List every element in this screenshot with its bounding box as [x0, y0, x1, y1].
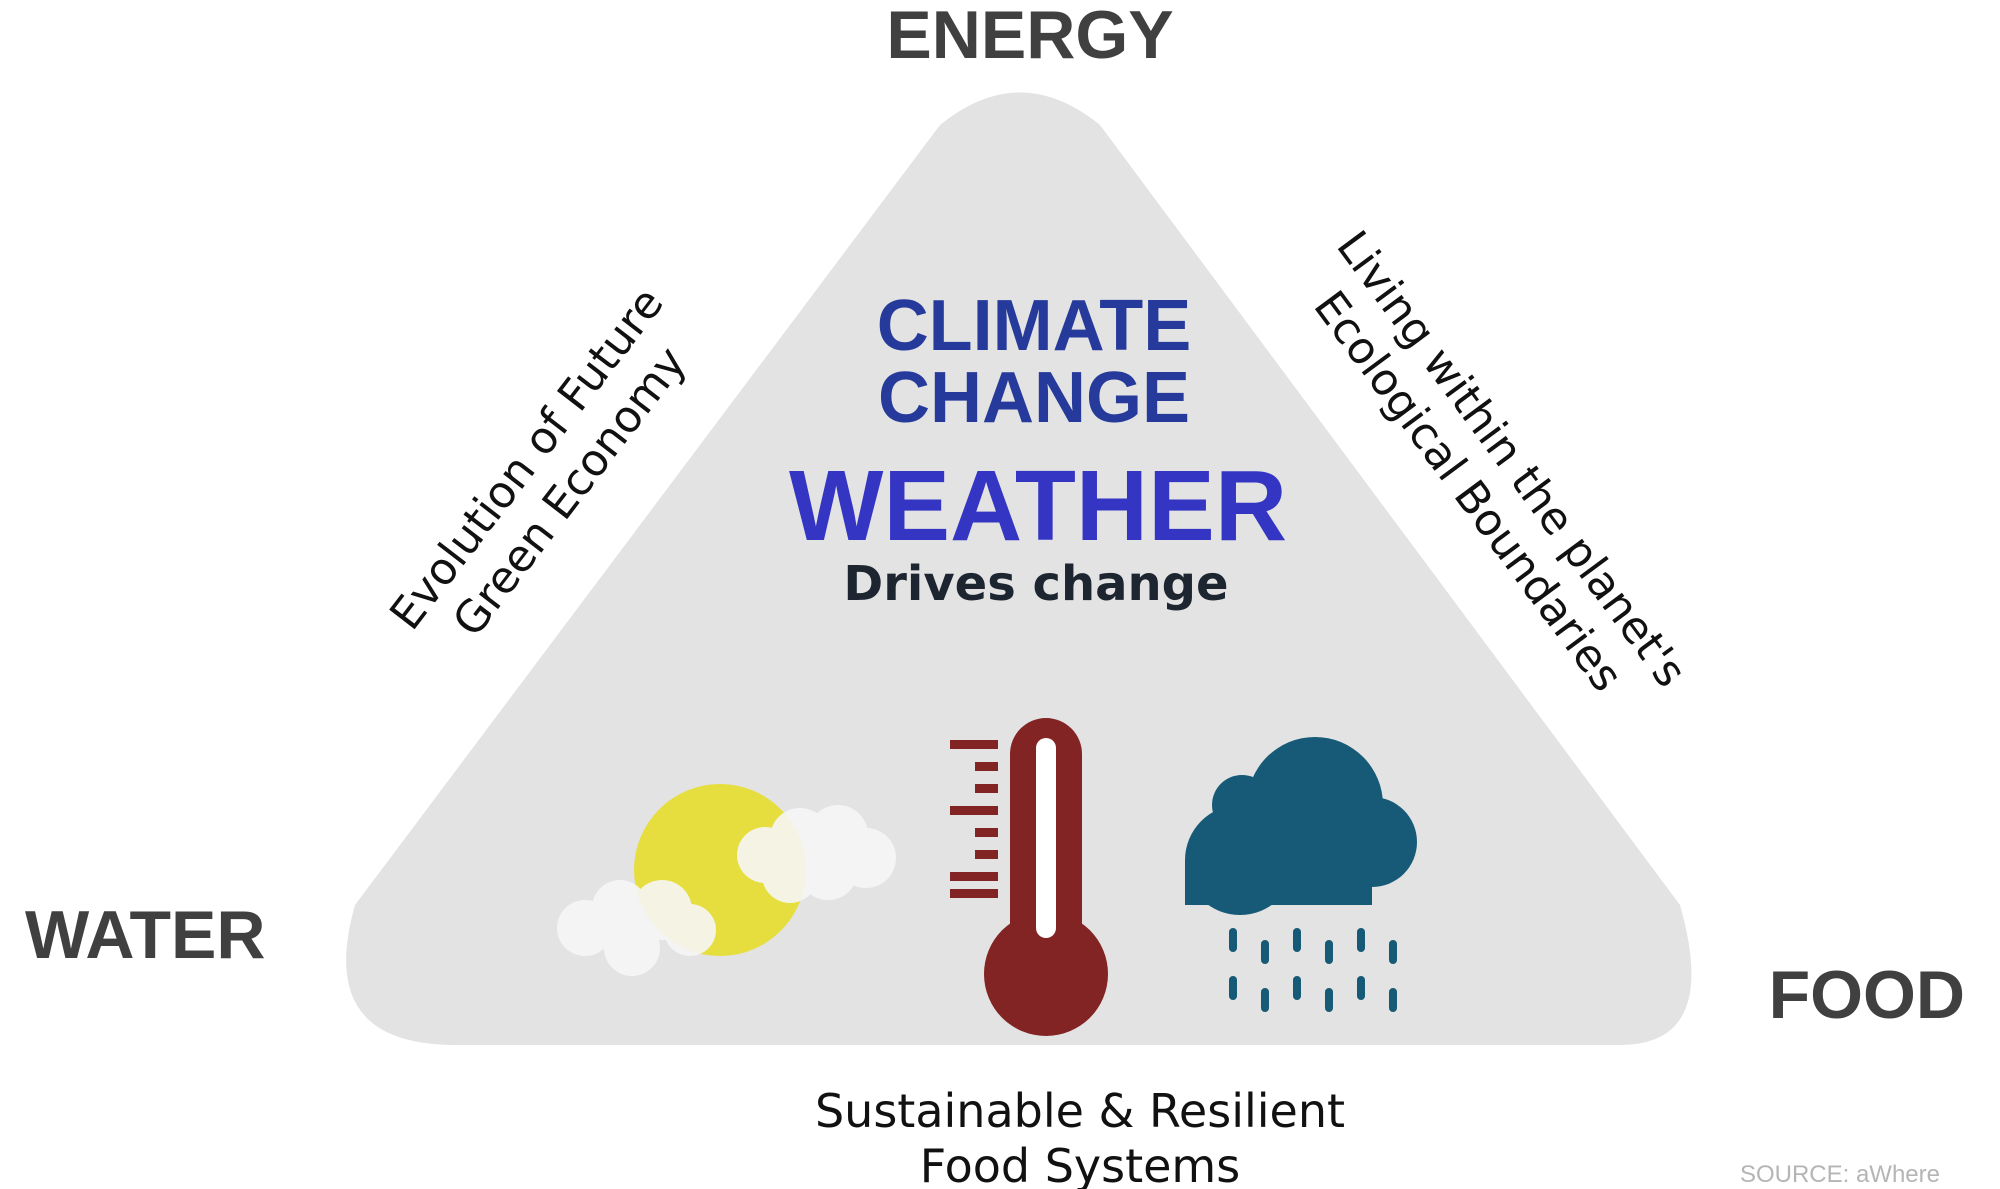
- rain-cloud-icon: [1185, 737, 1417, 1012]
- weather-heading: WEATHER: [789, 450, 1287, 562]
- change-heading: CHANGE: [878, 358, 1190, 438]
- sun-cloud-icon: [557, 784, 896, 976]
- corner-water: WATER: [25, 897, 266, 973]
- cloud-lower: [557, 880, 716, 976]
- side-bottom-line2: Food Systems: [920, 1139, 1240, 1189]
- thermometer-slot: [1036, 738, 1056, 938]
- thermometer-icon: [950, 718, 1108, 1036]
- cloud-upper: [737, 805, 896, 903]
- drives-change-subtitle: Drives change: [843, 556, 1228, 612]
- rain-drops: [1229, 928, 1397, 1012]
- climate-heading: CLIMATE: [877, 286, 1192, 366]
- thermometer-bulb: [984, 912, 1108, 1036]
- thermometer-scale: [950, 740, 998, 898]
- source-note: SOURCE: aWhere: [1740, 1161, 1940, 1188]
- side-bottom-line1: Sustainable & Resilient: [815, 1084, 1345, 1138]
- rain-cloud: [1185, 737, 1417, 915]
- corner-food: FOOD: [1769, 957, 1965, 1033]
- corner-energy: ENERGY: [886, 0, 1173, 73]
